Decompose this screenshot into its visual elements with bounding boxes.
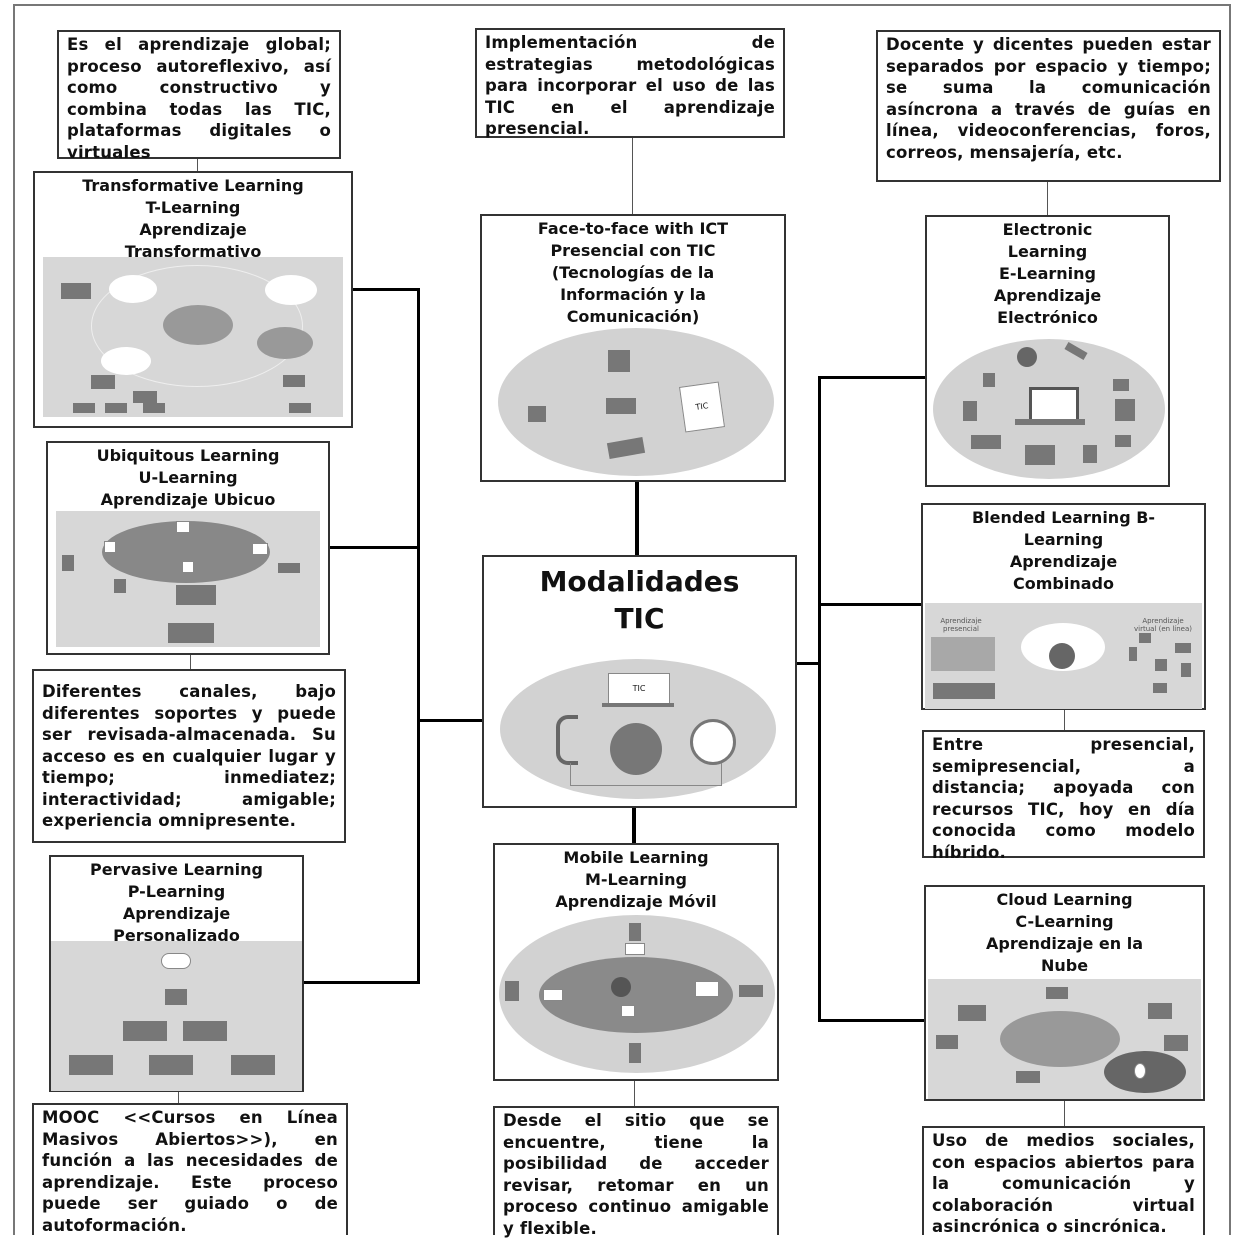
group-icon bbox=[69, 1055, 113, 1075]
desktop-icon bbox=[1025, 445, 1055, 465]
cloud-description: Uso de medios sociales, con espacios abi… bbox=[922, 1126, 1205, 1236]
electronic-description: Docente y dicentes pueden estar separado… bbox=[876, 30, 1221, 182]
cloud-icon bbox=[163, 305, 233, 345]
cloud-icon bbox=[101, 347, 151, 375]
laptop-icon: TIC bbox=[608, 673, 670, 705]
ubiquitous-description: Diferentes canales, bajo diferentes sopo… bbox=[32, 669, 346, 843]
cloud-icon bbox=[265, 275, 317, 305]
network-illustration bbox=[43, 257, 343, 417]
book-icon bbox=[606, 436, 646, 460]
page-frame bbox=[13, 4, 1231, 1235]
classroom-illustration: TIC bbox=[498, 328, 774, 476]
server-icon bbox=[608, 350, 630, 372]
desk-icon bbox=[606, 398, 636, 414]
globe-icon bbox=[611, 977, 631, 997]
building-icon bbox=[61, 283, 91, 299]
pervasive-illustration bbox=[51, 941, 302, 1091]
cloud-icon bbox=[1000, 1011, 1120, 1067]
blended-illustration: Aprendizaje presencial Aprendizaje virtu… bbox=[925, 603, 1202, 709]
transformative-description: Es el aprendizaje global; proceso autore… bbox=[57, 30, 341, 162]
elearning-illustration bbox=[933, 339, 1165, 479]
facetoface-description: Implementación de estrategias metodológi… bbox=[475, 28, 785, 138]
cloud-icon bbox=[257, 327, 313, 359]
group-icon bbox=[123, 1021, 167, 1041]
blended-description: Entre presencial, semipresencial, a dist… bbox=[922, 730, 1205, 862]
mobile-description: Desde el sitio que se encuentre, tiene l… bbox=[493, 1106, 779, 1238]
laptop-icon bbox=[165, 989, 187, 1005]
building-icon bbox=[958, 1005, 986, 1021]
satellite-icon bbox=[1064, 342, 1088, 360]
group-icon bbox=[168, 623, 214, 643]
ubiquitous-illustration bbox=[56, 511, 320, 647]
cloud-icon bbox=[109, 275, 157, 303]
institution-icon bbox=[1164, 1035, 1188, 1051]
globe-icon bbox=[610, 723, 662, 775]
mobile-illustration bbox=[499, 915, 775, 1073]
satellite-dish-icon bbox=[690, 719, 736, 765]
institution-icon bbox=[931, 637, 995, 671]
group-icon bbox=[231, 1055, 275, 1075]
pervasive-description: MOOC <<Cursos en Línea Masivos Abiertos>… bbox=[32, 1103, 348, 1235]
laptop-icon bbox=[176, 585, 216, 605]
globe-icon bbox=[1017, 347, 1037, 367]
group-icon bbox=[149, 1055, 193, 1075]
ict-illustration: TIC bbox=[500, 659, 776, 799]
group-icon bbox=[183, 1021, 227, 1041]
globe-icon bbox=[1049, 643, 1075, 669]
phone-icon bbox=[556, 715, 578, 765]
cloud-illustration bbox=[928, 979, 1201, 1099]
student-icon bbox=[528, 406, 546, 422]
cloud-icon bbox=[161, 953, 191, 969]
whiteboard-icon: TIC bbox=[678, 381, 726, 433]
